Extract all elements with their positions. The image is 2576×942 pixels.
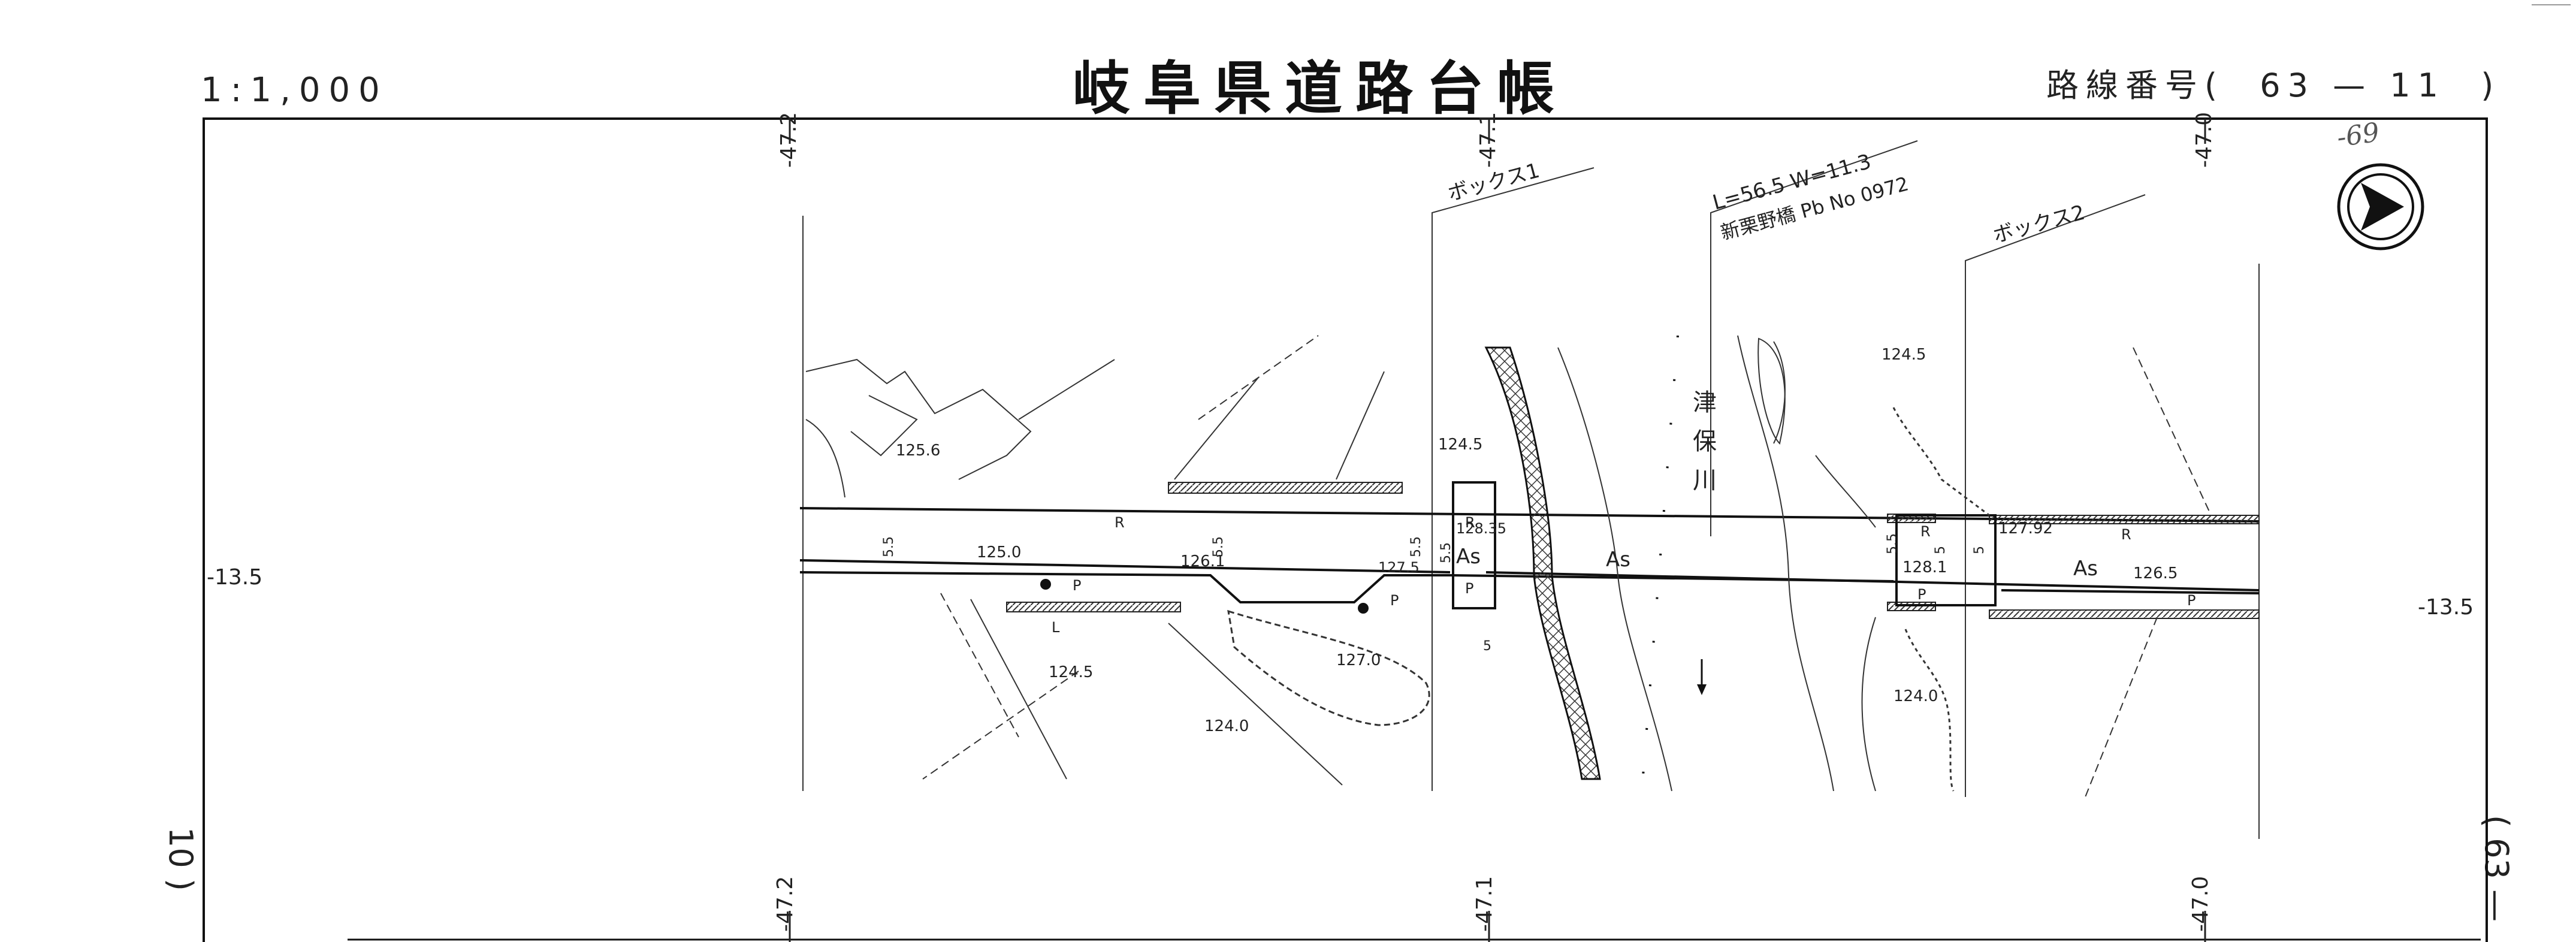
width-label: 5 <box>1483 639 1491 654</box>
grid-label-top-3: -47.0 <box>2192 112 2216 168</box>
curb-label: R <box>1465 514 1475 531</box>
river-embankment-left <box>1484 346 1601 780</box>
guardrail-hatching <box>1006 482 2260 619</box>
route-value: 63 — 11 <box>2260 67 2446 104</box>
elevation-label: 124.0 <box>1894 687 1938 705</box>
curb-label: R <box>2121 526 2131 543</box>
curb-label: R <box>1920 523 1931 540</box>
grid-label-bottom-1: -47.2 <box>773 876 798 932</box>
sidewalk-label: P <box>1465 580 1473 597</box>
grid-label-bottom-3: -47.0 <box>2188 876 2213 932</box>
river-name-char-1: 津 <box>1693 389 1717 416</box>
lane-mark-label: L <box>1052 619 1060 636</box>
lane-width-label: 5 <box>1933 546 1948 554</box>
lane-width-label: 5 <box>1972 546 1987 554</box>
grid-label-bottom-2: -47.1 <box>1472 876 1497 932</box>
lane-width-label: 5.5 <box>1439 542 1454 563</box>
sidewalk-label: P <box>1073 577 1081 594</box>
grid-label-top-1: -47.2 <box>777 112 801 168</box>
elevation-label: 127.5 <box>1378 559 1420 576</box>
manhole-icon <box>1040 579 1051 590</box>
road-surface-label: As <box>2073 557 2098 581</box>
lane-width-label: 5.5 <box>1211 536 1226 557</box>
lane-width-label: 5.5 <box>1409 536 1424 557</box>
elevation-label: 128.1 <box>1902 558 1947 576</box>
route-number: 路線番号( 63 — 11 ) <box>2046 59 2500 106</box>
box-culvert-2 <box>1895 514 1997 606</box>
sidewalk-label: P <box>1390 592 1399 609</box>
elevation-label: 128.35 <box>1456 520 1506 537</box>
grid-label-left: -13.5 <box>207 565 262 590</box>
survey-boundaries <box>802 140 2260 839</box>
lane-width-label: 5.5 <box>1885 533 1900 554</box>
river-name-char-3: 川 <box>1693 467 1717 494</box>
map-scale: 1:1,000 <box>201 71 388 110</box>
sheet-frame <box>203 117 2488 942</box>
river-island <box>1757 337 1786 445</box>
grid-ticks <box>789 119 2206 942</box>
river-centerline <box>1641 335 1679 792</box>
elevation-label: 126.1 <box>1180 552 1225 570</box>
north-arrow-icon <box>2337 163 2424 250</box>
box-culvert-1 <box>1452 481 1496 609</box>
parcel-outlines <box>805 335 2212 798</box>
elevation-label: 124.5 <box>1882 346 1926 364</box>
box-culvert-2-label: ボックス2 <box>1991 201 2088 248</box>
road-surface-label: As <box>1456 545 1481 569</box>
elevation-label: 125.0 <box>977 544 1021 561</box>
embankment-slope <box>1904 629 1955 792</box>
sidewalk-label: P <box>1917 586 1926 603</box>
manhole-icon <box>1358 603 1369 614</box>
elevation-label: 124.5 <box>1438 436 1482 454</box>
page-title: 岐阜県道路台帳 <box>1073 55 1568 122</box>
right-sheet-fragment: ( 63 — <box>2478 815 2515 922</box>
river-bank-line <box>1557 347 1672 792</box>
left-sheet-fragment: 10 ) <box>162 827 200 891</box>
pond-outline <box>1227 609 1430 726</box>
grid-label-top-2: -47.1 <box>1476 112 1500 168</box>
sidewalk-label: P <box>2187 592 2196 609</box>
elevation-label: 127.92 <box>1998 520 2053 538</box>
flow-arrow-icon <box>1697 684 1707 695</box>
elevation-label: 124.5 <box>1049 663 1093 681</box>
road-surface-label: As <box>1606 548 1630 572</box>
elevation-label: 124.0 <box>1204 717 1249 735</box>
route-prefix: 路線番号( <box>2046 67 2225 104</box>
route-suffix: ) <box>2481 67 2501 104</box>
elevation-label: 127.0 <box>1336 651 1381 669</box>
lane-width-label: 5.5 <box>881 536 896 557</box>
river-name-char-2: 保 <box>1693 428 1717 455</box>
curb-label: R <box>1115 514 1125 531</box>
river-bank-right <box>1737 335 1876 792</box>
elevation-label: 126.5 <box>2133 564 2178 582</box>
elevation-label: 125.6 <box>896 442 940 460</box>
embankment-slope-upper <box>1892 407 1990 517</box>
grid-label-right: -13.5 <box>2418 595 2474 620</box>
